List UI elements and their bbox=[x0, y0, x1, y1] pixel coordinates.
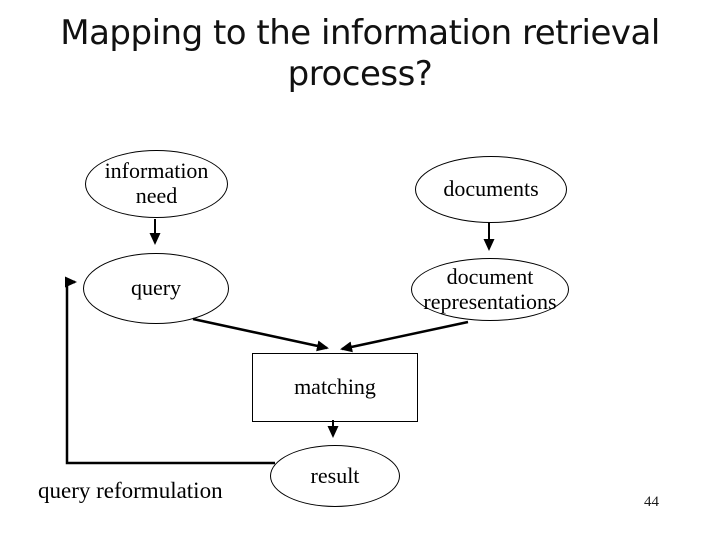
node-result-label: result bbox=[310, 462, 360, 488]
edge-query-matching bbox=[192, 317, 329, 352]
edge-docreps-matching bbox=[340, 320, 469, 353]
node-information-need-label: information need bbox=[104, 158, 209, 208]
node-documents: documents bbox=[415, 156, 567, 223]
node-result: result bbox=[270, 445, 400, 507]
node-information-need: information need bbox=[85, 150, 228, 218]
node-documents-label: documents bbox=[443, 176, 539, 202]
node-document-representations-label: document representations bbox=[423, 263, 557, 314]
node-matching: matching bbox=[252, 353, 418, 422]
page-number: 44 bbox=[644, 494, 659, 510]
node-matching-label: matching bbox=[294, 374, 376, 400]
slide-title-line1: Mapping to the information retrieval bbox=[60, 13, 660, 53]
slide-title-line2: process? bbox=[287, 54, 433, 94]
node-query: query bbox=[83, 253, 229, 324]
label-query-reformulation: query reformulation bbox=[38, 478, 223, 503]
node-document-representations: document representations bbox=[411, 258, 569, 321]
slide-title: Mapping to the information retrieval pro… bbox=[0, 13, 720, 95]
node-query-label: query bbox=[130, 275, 182, 301]
